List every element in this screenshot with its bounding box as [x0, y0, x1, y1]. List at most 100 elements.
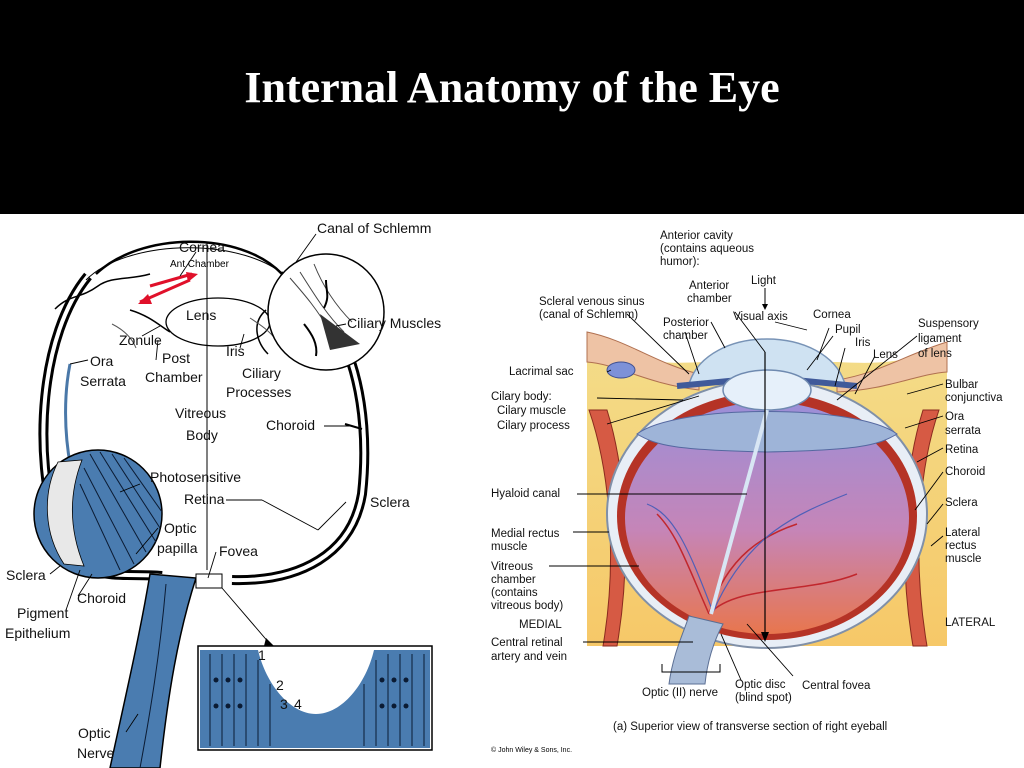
label-cornea: Cornea [179, 239, 225, 255]
label-optic-nerve-1: Optic [78, 725, 111, 741]
label-vitreous-4: vitreous body) [491, 600, 563, 612]
label-visual-axis: Visual axis [733, 311, 788, 323]
label-anterior-cavity-3: humor): [660, 256, 700, 268]
cornea-shape [85, 240, 291, 281]
label-optic-nerve-2: Nerve [77, 745, 115, 761]
label-bulbar-2: conjunctiva [945, 392, 1003, 404]
right-eye-drawing: Anterior cavity (contains aqueous humor)… [491, 230, 1003, 754]
label-vitreous-1: Vitreous [491, 561, 533, 573]
label-layer-2: 2 [276, 677, 284, 693]
label-sclera: Sclera [945, 497, 978, 509]
right-eye-diagram: Anterior cavity (contains aqueous humor)… [477, 214, 1024, 768]
left-eye-drawing: Cornea Ant Chamber Canal of Schlemm Lens… [5, 220, 441, 768]
right-leader-lines [549, 311, 944, 681]
label-optic-nerve: Optic (II) nerve [642, 687, 718, 699]
label-medial-rectus-1: Medial rectus [491, 528, 560, 540]
label-chamber: Chamber [145, 369, 203, 385]
label-optic: Optic [164, 520, 197, 536]
label-posterior-1: Posterior [663, 317, 709, 329]
label-layer-4: 4 [294, 696, 302, 712]
aqueous-flow-arrows [138, 272, 198, 304]
optic-nerve-bracket [661, 664, 721, 673]
cornea-shape [687, 338, 847, 385]
hyaloid-canal [709, 409, 769, 615]
label-iris: Iris [855, 337, 871, 349]
label-vitreous: Vitreous [175, 405, 226, 421]
ciliary-ring [636, 411, 898, 453]
label-ciliary-body: Cilary body: [491, 391, 552, 403]
label-lateral-rectus-1: Lateral [945, 527, 980, 539]
label-cornea: Cornea [813, 309, 851, 321]
optic-nerve-shape [668, 615, 724, 685]
ciliary-magnifier [267, 253, 385, 371]
optic-nerve-shape [109, 573, 198, 768]
label-anterior-cavity-1: Anterior cavity [660, 230, 733, 242]
figure-caption: (a) Superior view of transverse section … [613, 721, 887, 733]
lacrimal-sac-shape [606, 361, 636, 379]
label-choroid: Choroid [945, 466, 985, 478]
label-light: Light [751, 275, 777, 287]
page-title: Internal Anatomy of the Eye [244, 63, 780, 112]
label-anterior-cavity-2: (contains aqueous [660, 243, 754, 255]
label-scleral-2: (canal of Schlemm) [539, 309, 638, 321]
label-retina: Retina [945, 444, 979, 456]
label-pigment: Pigment [17, 605, 68, 621]
label-ora-2: serrata [945, 425, 981, 437]
label-posterior-2: chamber [663, 330, 708, 342]
label-retina: Retina [184, 491, 225, 507]
label-ciliary-muscles: Ciliary Muscles [347, 315, 441, 331]
label-ciliary: Ciliary [242, 365, 281, 381]
label-ciliary-process: Cilary process [497, 420, 570, 432]
lens-shape [722, 369, 812, 411]
label-suspensory-2: ligament [918, 333, 962, 345]
left-eye-diagram: Cornea Ant Chamber Canal of Schlemm Lens… [0, 214, 477, 768]
label-bulbar-1: Bulbar [945, 379, 978, 391]
eyelid-line [54, 273, 151, 310]
label-choroid-bottom: Choroid [77, 590, 126, 606]
label-scleral-1: Scleral venous sinus [539, 296, 645, 308]
label-choroid-top: Choroid [266, 417, 315, 433]
label-zonule: Zonule [119, 332, 162, 348]
iris-shape [129, 309, 269, 355]
fovea-inset [197, 645, 433, 751]
label-central-retinal-1: Central retinal [491, 637, 563, 649]
label-serrata: Serrata [80, 373, 126, 389]
label-central-fovea: Central fovea [802, 680, 871, 692]
label-sclera-left: Sclera [6, 567, 46, 583]
lens-shape [165, 297, 271, 347]
copyright-notice: © John Wiley & Sons, Inc. [491, 746, 572, 754]
label-anterior-chamber-1: Anterior [689, 280, 729, 292]
label-lateral: LATERAL [945, 617, 996, 629]
label-ora: Ora [90, 353, 114, 369]
label-iris: Iris [226, 343, 245, 359]
label-optic-disc-2: (blind spot) [735, 692, 792, 704]
label-medial-rectus-2: muscle [491, 541, 527, 553]
label-epithelium: Epithelium [5, 625, 70, 641]
label-ant-chamber: Ant Chamber [170, 259, 230, 270]
label-lens: Lens [873, 349, 898, 361]
label-optic-disc-1: Optic disc [735, 679, 786, 691]
label-lateral-rectus-2: rectus [945, 540, 977, 552]
label-photosensitive: Photosensitive [150, 469, 241, 485]
label-central-retinal-2: artery and vein [491, 651, 567, 663]
label-suspensory-3: of lens [918, 348, 952, 360]
vitreous-chamber-shape [625, 402, 909, 634]
label-body: Body [186, 427, 218, 443]
label-processes: Processes [226, 384, 291, 400]
label-lens: Lens [186, 307, 216, 323]
label-pupil: Pupil [835, 324, 861, 336]
label-layer-1: 1 [258, 647, 266, 663]
label-medial: MEDIAL [519, 619, 562, 631]
label-vitreous-3: (contains [491, 587, 538, 599]
label-suspensory-1: Suspensory [918, 318, 979, 330]
label-ora-1: Ora [945, 411, 965, 423]
retina-magnifier [33, 449, 163, 579]
left-leader-lines [49, 233, 350, 733]
label-post: Post [162, 350, 190, 366]
label-fovea: Fovea [219, 543, 258, 559]
label-papilla: papilla [157, 540, 198, 556]
label-anterior-chamber-2: chamber [687, 293, 732, 305]
label-ciliary-muscle: Cilary muscle [497, 405, 566, 417]
label-vitreous-2: chamber [491, 574, 536, 586]
label-sclera-right: Sclera [370, 494, 410, 510]
